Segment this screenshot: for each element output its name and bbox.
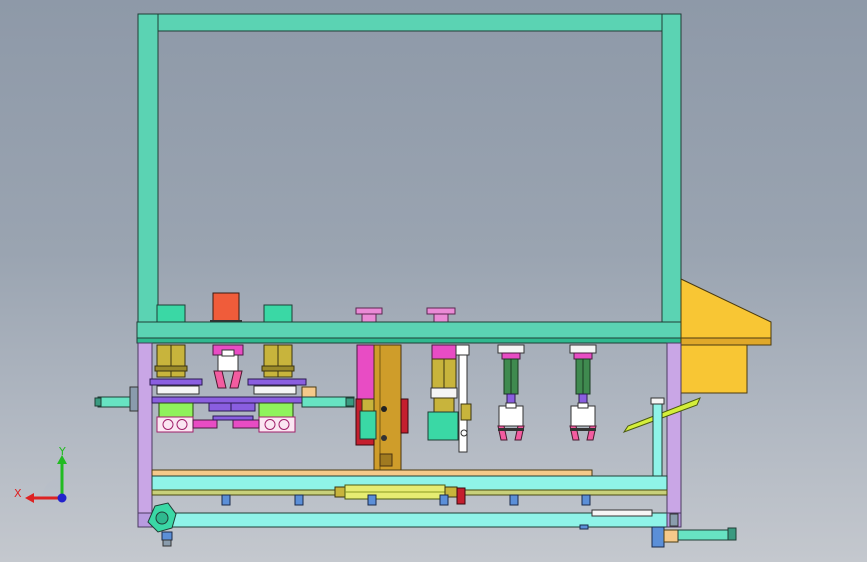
tabletop-parts [156, 292, 456, 323]
y-axis-label: Y [58, 445, 66, 458]
rail-bolts [221, 494, 591, 530]
upper-frame [137, 13, 682, 323]
x-axis-label: X [14, 487, 22, 500]
left-gripper-station [94, 344, 355, 433]
second-lift-assembly [427, 344, 472, 453]
table-plate [136, 321, 682, 344]
z-axis-icon [57, 493, 67, 503]
machine-legs [137, 342, 682, 516]
center-lift-assembly [355, 344, 409, 471]
right-gripper-2 [569, 344, 597, 441]
bottom-right-cylinder [651, 513, 737, 548]
discharge-chute [622, 397, 701, 479]
right-gripper-1 [497, 344, 525, 441]
side-hopper [680, 278, 772, 394]
axis-triad: Y X [14, 445, 67, 503]
drive-motor [147, 502, 177, 547]
triad-quadrant-icon [42, 478, 62, 498]
